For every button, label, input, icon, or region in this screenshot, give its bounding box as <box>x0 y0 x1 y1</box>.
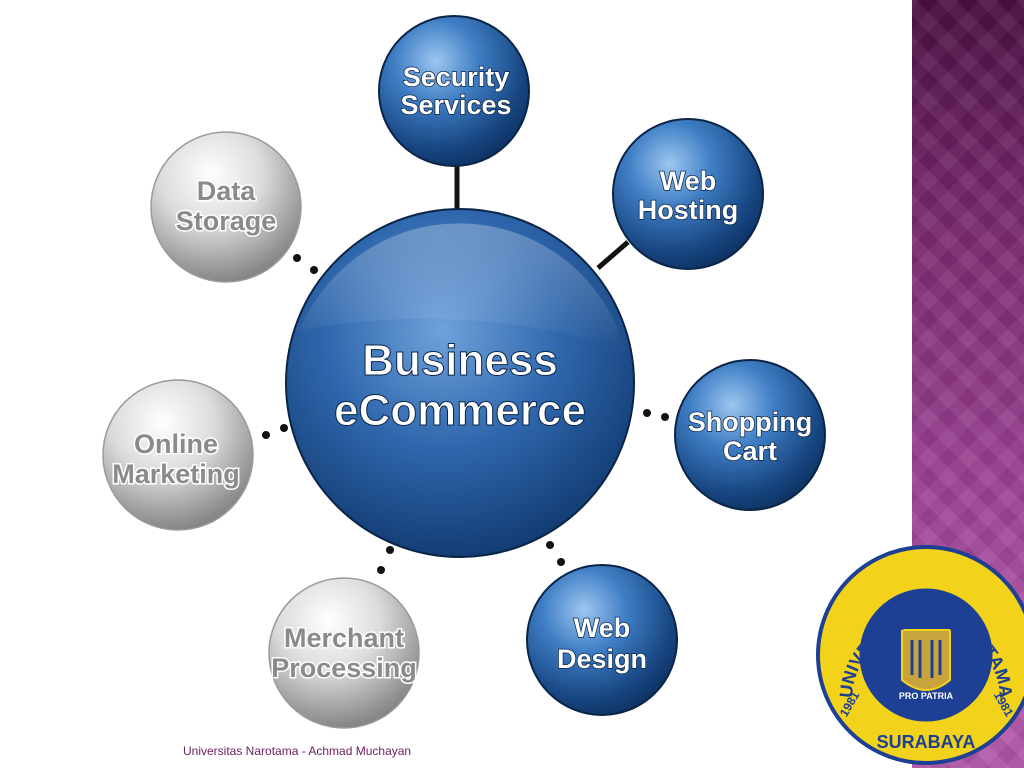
node-label: Security <box>403 62 510 92</box>
dot <box>293 254 301 262</box>
node-data-storage: Data Storage <box>150 131 302 283</box>
logo-ring-bottom: SURABAYA <box>877 732 976 752</box>
footer-text: Universitas Narotama - Achmad Muchayan <box>183 744 412 758</box>
dot <box>386 546 394 554</box>
node-merchant-processing: Merchant Processing <box>268 577 420 729</box>
node-online-marketing: Online Marketing <box>102 379 254 531</box>
center-node: Business eCommerce <box>285 208 635 558</box>
university-logo: UNIVERSITAS NAROTAMA SURABAYA 1981 1981 … <box>816 545 1024 765</box>
node-label: Web <box>574 613 631 643</box>
dot <box>262 431 270 439</box>
connector-hosting <box>596 240 630 270</box>
center-line1: Business <box>362 336 558 385</box>
node-label: Data <box>197 176 257 206</box>
node-shopping-cart: Shopping Cart <box>674 359 826 511</box>
node-label: Online <box>134 429 218 459</box>
node-label: Hosting <box>638 195 739 225</box>
node-label: Shopping <box>688 407 812 437</box>
node-label: Web <box>660 166 717 196</box>
node-label: Marketing <box>112 459 240 489</box>
dot <box>643 409 651 417</box>
dot <box>377 566 385 574</box>
node-label: Services <box>400 90 511 120</box>
dot <box>310 266 318 274</box>
node-label: Storage <box>176 206 277 236</box>
node-label: Cart <box>723 436 777 466</box>
node-label: Design <box>557 644 647 674</box>
node-web-hosting: Web Hosting <box>612 118 764 270</box>
node-label: Processing <box>271 653 417 683</box>
connectors <box>262 165 669 574</box>
dot <box>280 424 288 432</box>
dot <box>557 558 565 566</box>
center-line2: eCommerce <box>334 386 586 435</box>
dot <box>546 541 554 549</box>
node-web-design: Web Design <box>526 564 678 716</box>
logo-motto: PRO PATRIA <box>899 691 954 701</box>
dot <box>661 413 669 421</box>
node-security-services: Security Services <box>378 15 530 167</box>
node-label: Merchant <box>284 623 404 653</box>
